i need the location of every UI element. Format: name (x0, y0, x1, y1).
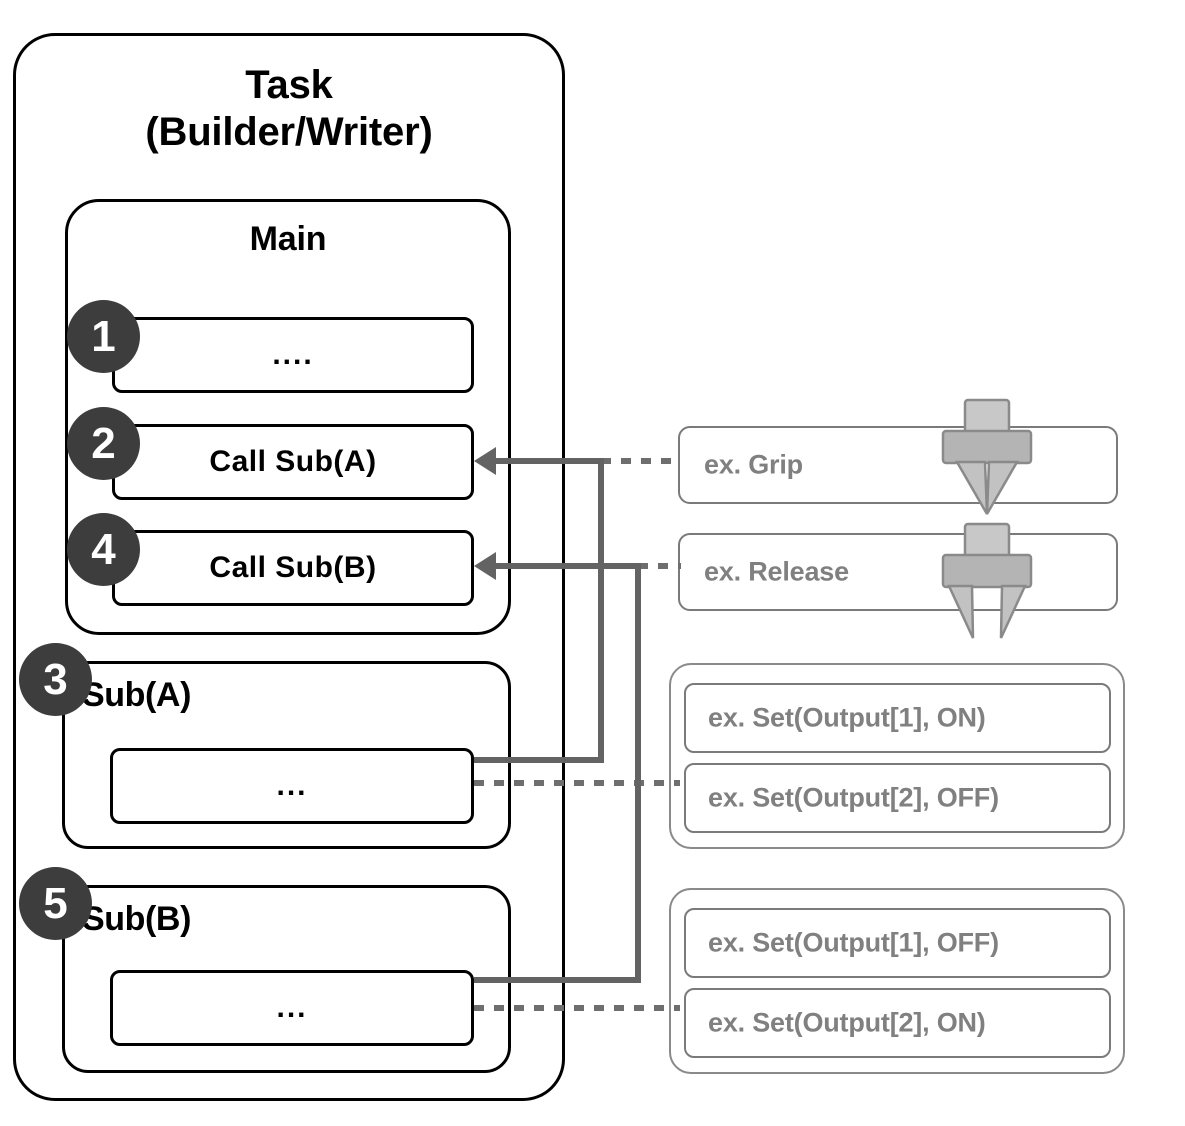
step-badge-2: 2 (67, 407, 140, 480)
step-badge-1: 1 (67, 300, 140, 373)
example-item-sub-a-2[interactable]: ex. Set(Output[2], OFF) (684, 763, 1111, 833)
main-row-1[interactable]: .... (112, 317, 474, 393)
example-item-sub-b-1-label: ex. Set(Output[1], OFF) (708, 927, 999, 958)
step-badge-3: 3 (19, 643, 92, 716)
sub-a-body-box[interactable]: ... (110, 748, 474, 824)
task-title-line1: Task (245, 63, 333, 107)
example-item-sub-b-1[interactable]: ex. Set(Output[1], OFF) (684, 908, 1111, 978)
example-card-grip[interactable]: ex. Grip (678, 426, 1118, 504)
main-row-1-text: .... (272, 338, 314, 371)
sub-a-body-text: ... (276, 769, 308, 802)
sub-a-name: Sub(A) (82, 676, 192, 714)
connector-sub-a-horizontal (474, 757, 604, 763)
main-row-2-call-sub-a[interactable]: Call Sub(A) (112, 424, 474, 500)
sub-b-body-text: ... (276, 991, 308, 1024)
gripper-closed-icon (941, 398, 1033, 515)
example-item-sub-a-1[interactable]: ex. Set(Output[1], ON) (684, 683, 1111, 753)
main-label: Main (249, 220, 327, 258)
step-badge-4-number: 4 (91, 524, 116, 574)
example-card-grip-label: ex. Grip (704, 449, 803, 480)
gripper-open-icon (941, 522, 1033, 639)
task-panel-title: Task (Builder/Writer) (13, 62, 565, 156)
example-card-release[interactable]: ex. Release (678, 533, 1118, 611)
task-title-line2: (Builder/Writer) (145, 110, 433, 155)
example-item-sub-a-2-label: ex. Set(Output[2], OFF) (708, 782, 999, 813)
example-item-sub-b-2-label: ex. Set(Output[2], ON) (708, 1007, 986, 1038)
connector-sub-a-to-call (495, 458, 604, 464)
connector-sub-b-horizontal (474, 977, 641, 983)
dotted-link-release (638, 563, 681, 569)
dotted-link-sub-b-examples (474, 1005, 680, 1011)
main-row-3-call-sub-b[interactable]: Call Sub(B) (112, 530, 474, 606)
main-row-3-text: Call Sub(B) (209, 551, 377, 584)
connector-sub-b-to-call (495, 563, 641, 569)
main-panel-title: Main (65, 219, 511, 259)
connector-sub-a-vertical (598, 458, 604, 760)
dotted-link-sub-a-examples (474, 780, 680, 786)
step-badge-5: 5 (19, 867, 92, 940)
example-item-sub-b-2[interactable]: ex. Set(Output[2], ON) (684, 988, 1111, 1058)
step-badge-4: 4 (67, 513, 140, 586)
connector-sub-b-vertical (635, 563, 641, 980)
main-row-2-text: Call Sub(A) (209, 445, 377, 478)
connector-sub-b-arrowhead (474, 552, 496, 580)
step-badge-1-number: 1 (91, 311, 116, 361)
example-card-release-label: ex. Release (704, 556, 849, 587)
sub-b-name: Sub(B) (82, 900, 192, 938)
example-item-sub-a-1-label: ex. Set(Output[1], ON) (708, 702, 986, 733)
step-badge-5-number: 5 (43, 878, 68, 928)
step-badge-3-number: 3 (43, 654, 68, 704)
dotted-link-grip (601, 458, 681, 464)
sub-b-body-box[interactable]: ... (110, 970, 474, 1046)
step-badge-2-number: 2 (91, 418, 116, 468)
connector-sub-a-arrowhead (474, 447, 496, 475)
